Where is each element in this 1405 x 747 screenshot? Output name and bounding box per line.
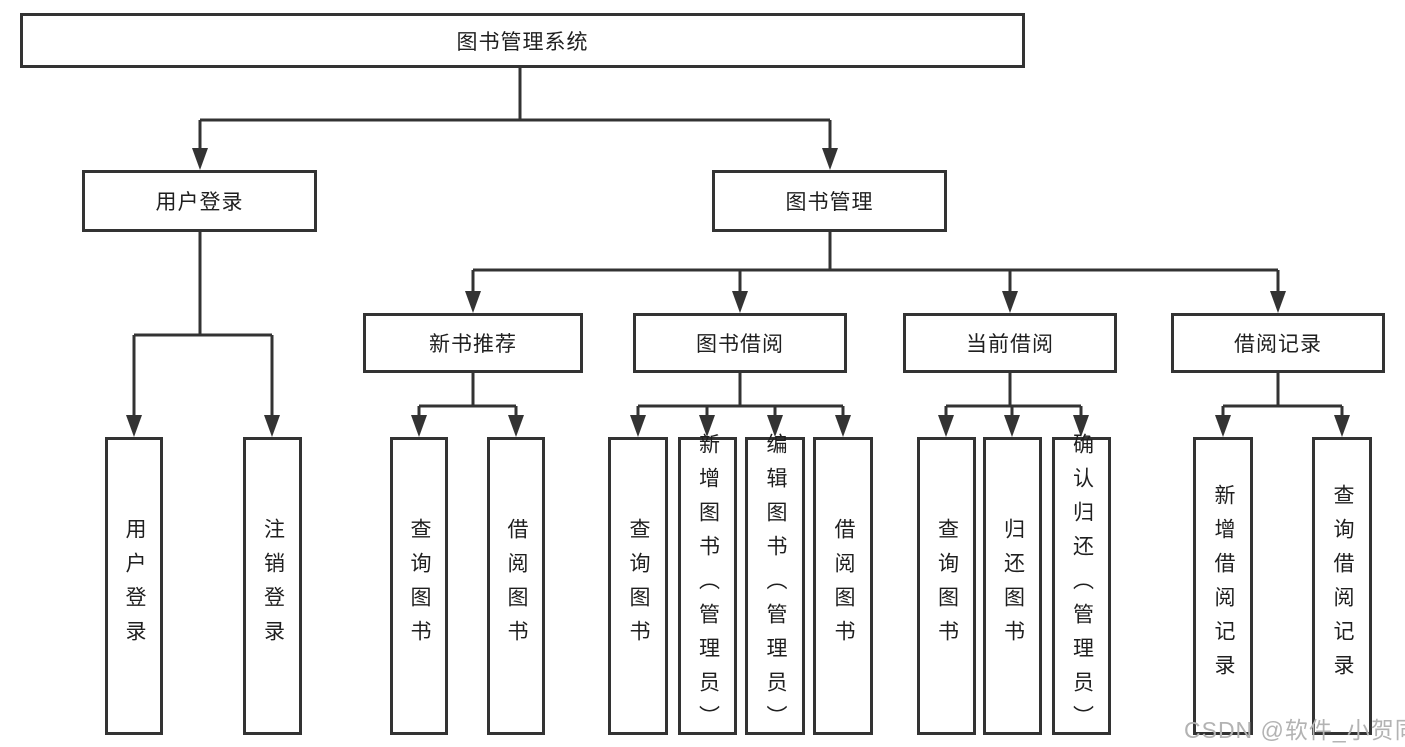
node-label: 查询图书 [408,518,432,654]
node-label: 借阅记录 [1234,333,1322,356]
leaf-add-borrow-record: 新增借阅记录 [1193,437,1253,735]
connector-new-book-recommend-to-leaves [411,373,524,437]
leaf-confirm-return-admin: 确认归还（管理员） [1052,433,1111,739]
leaf-user-login: 用户登录 [105,437,163,735]
leaf-logout-login: 注销登录 [243,437,302,735]
node-book-management: 图书管理 [712,170,947,232]
leaf-query-borrow-record: 查询借阅记录 [1312,437,1372,735]
connector-current-borrow-to-leaves [938,373,1089,437]
node-label: 查询图书 [935,518,959,654]
node-label: 注销登录 [261,518,285,654]
node-label: 新增借阅记录 [1212,484,1236,688]
node-label: 确认归还（管理员） [1070,433,1094,739]
node-label: 当前借阅 [966,333,1054,356]
connector-root-to-level2 [192,68,838,170]
node-label: 新书推荐 [429,333,517,356]
leaf-borrow-book-recommend: 借阅图书 [487,437,545,735]
node-label: 图书管理 [785,191,874,214]
node-root-system: 图书管理系统 [20,13,1025,68]
node-label: 用户登录 [155,191,244,214]
connector-borrow-record-to-leaves [1215,373,1350,437]
node-label: 借阅图书 [505,518,529,654]
node-user-login: 用户登录 [82,170,317,232]
node-label: 新增图书（管理员） [696,433,720,739]
connector-book-management-to-level3 [465,232,1286,313]
node-label: 查询借阅记录 [1331,484,1355,688]
node-label: 借阅图书 [832,518,856,654]
node-new-book-recommend: 新书推荐 [363,313,583,373]
leaf-return-book: 归还图书 [983,437,1042,735]
node-label: 图书借阅 [696,333,784,356]
node-label: 编辑图书（管理员） [764,433,788,739]
node-label: 查询图书 [627,518,651,654]
leaf-edit-book-admin: 编辑图书（管理员） [745,433,805,739]
node-current-borrow: 当前借阅 [903,313,1117,373]
leaf-add-book-admin: 新增图书（管理员） [678,433,737,739]
leaf-query-book-borrow: 查询图书 [608,437,668,735]
leaf-borrow-book: 借阅图书 [813,437,873,735]
node-label: 图书管理系统 [456,30,589,54]
node-book-borrow: 图书借阅 [633,313,847,373]
connector-user-login-to-leaves [126,232,280,437]
leaf-query-book-current: 查询图书 [917,437,976,735]
csdn-watermark: CSDN @软件_小贺同学 [1184,717,1405,743]
leaf-query-book-recommend: 查询图书 [390,437,448,735]
node-borrow-record: 借阅记录 [1171,313,1385,373]
node-label: 用户登录 [123,518,147,654]
connector-book-borrow-to-leaves [630,373,851,437]
node-label: 归还图书 [1001,518,1025,654]
